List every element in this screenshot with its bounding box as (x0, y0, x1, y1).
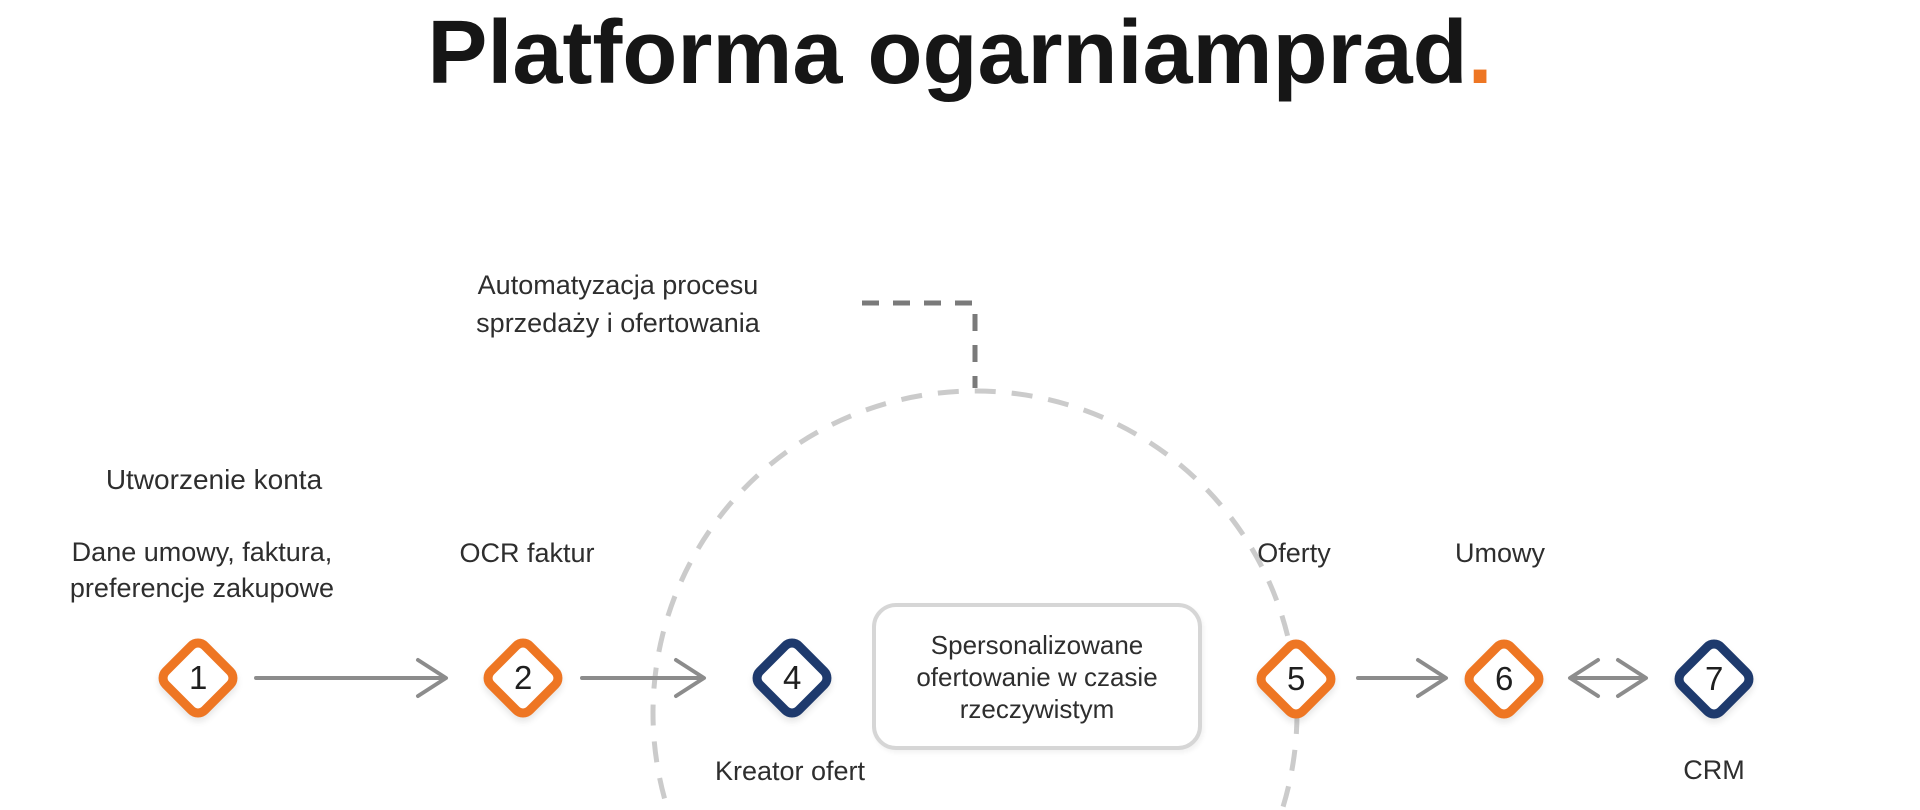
step-node-7-number: 7 (1704, 659, 1724, 697)
label-umowy: Umowy (1454, 538, 1546, 568)
label-dane-umowy: Dane umowy, faktura, preferencje zakupow… (70, 534, 334, 606)
label-oferty: Oferty (1257, 538, 1331, 568)
step-node-6-number: 6 (1494, 659, 1514, 697)
label-ocr-faktur: OCR faktur (459, 538, 595, 568)
label-utworzenie-konta: Utworzenie konta (105, 464, 323, 495)
automation-annotation-line2: sprzedaży i ofertowania (476, 308, 760, 338)
step-node-5-number: 5 (1286, 659, 1306, 697)
personalized-offer-box: Spersonalizowane ofertowanie w czasie rz… (872, 603, 1202, 750)
step-node-1-number: 1 (188, 658, 208, 696)
page-title-text: Platforma ogarniamprad (427, 3, 1468, 103)
flow-arrows (254, 658, 1648, 698)
page-title-period: . (1467, 3, 1493, 103)
page-title: Platforma ogarniamprad. (0, 0, 1920, 106)
automation-annotation-line1: Automatyzacja procesu (477, 270, 759, 300)
automation-annotation: Automatyzacja procesu sprzedaży i oferto… (476, 266, 760, 342)
step-node-2-number: 2 (513, 658, 533, 696)
personalized-offer-box-line3: rzeczywistym (959, 693, 1115, 724)
arrow-step1-to-step2 (254, 658, 448, 698)
arrow-step6-step7-bidirectional (1568, 658, 1648, 698)
arrow-step5-to-step6 (1356, 658, 1448, 698)
label-kreator-ofert: Kreator ofert (714, 756, 866, 786)
arrow-step2-to-step4 (580, 658, 706, 698)
step-node-4-number: 4 (782, 658, 802, 696)
label-dane-umowy-line2: preferencje zakupowe (69, 573, 335, 603)
label-dane-umowy-line1: Dane umowy, faktura, (71, 537, 333, 567)
label-crm: CRM (1683, 755, 1745, 785)
personalized-offer-box-line1: Spersonalizowane (930, 629, 1144, 660)
annotation-connector-dashed-line (862, 300, 978, 388)
personalized-offer-box-line2: ofertowanie w czasie (916, 661, 1158, 692)
